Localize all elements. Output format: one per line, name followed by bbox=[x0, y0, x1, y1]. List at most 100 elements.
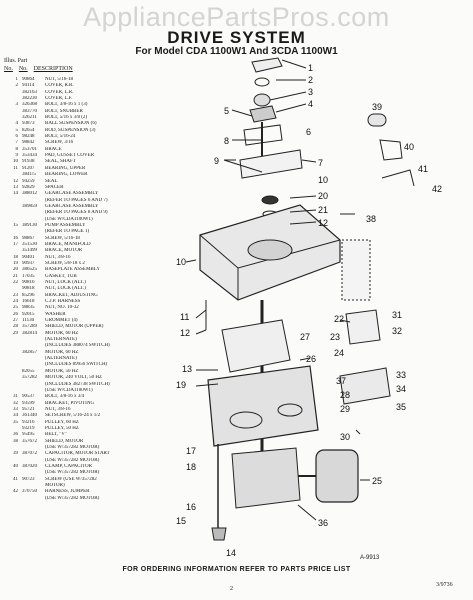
part-number: 82055 bbox=[22, 368, 35, 374]
part-number: 95721 bbox=[22, 406, 35, 412]
part-number: 357289 bbox=[22, 324, 37, 330]
part-number: 93216 bbox=[22, 419, 35, 425]
part-number: 91938 bbox=[22, 159, 35, 165]
illus-number: 32 bbox=[13, 400, 18, 406]
shield-part bbox=[341, 239, 371, 301]
callout-label: 22 bbox=[334, 314, 344, 324]
part-description: PULLEY, 50 HZ bbox=[45, 425, 79, 431]
part-description: NUT, 3/8-16 bbox=[45, 406, 71, 412]
part-number: 93219 bbox=[22, 425, 35, 431]
callout-label: 36 bbox=[318, 518, 328, 528]
parts-row: (INCLUDES 382738 SWITCH) bbox=[4, 382, 124, 388]
callout-label: 37 bbox=[336, 376, 346, 386]
part-number: 95495 bbox=[22, 432, 35, 438]
part-number: 382857 bbox=[22, 349, 37, 355]
part-description: GASKET, TUB bbox=[45, 273, 77, 279]
illus-number: 14 bbox=[13, 191, 18, 197]
part-no-label: No. bbox=[18, 66, 28, 72]
illus-number: 2 bbox=[15, 83, 19, 89]
callout-label: 40 bbox=[404, 142, 414, 152]
part-number: 351499 bbox=[22, 248, 37, 254]
capacitor-part bbox=[367, 113, 387, 127]
part-number: 82654 bbox=[22, 127, 35, 133]
part-description: BOLT, 5/16-24 bbox=[45, 134, 76, 140]
pulley-part bbox=[229, 411, 263, 429]
illus-number: 10 bbox=[13, 159, 18, 165]
part-description: ROD, SUSPENSION (3) bbox=[45, 127, 96, 133]
illus-number: 36 bbox=[13, 432, 18, 438]
callout-label: 4 bbox=[308, 99, 313, 109]
document-ref: 3/9736 bbox=[436, 582, 453, 588]
illus-no-label: No. bbox=[4, 66, 13, 72]
part-number: 98867 bbox=[22, 235, 35, 241]
part-description: HARNESS, JUMPER bbox=[45, 489, 90, 495]
illus-number: 7 bbox=[15, 140, 19, 146]
part-description: MOTOR, 60 HZ bbox=[45, 330, 79, 336]
part-number: 94114 bbox=[22, 83, 35, 89]
part-description: COVER, R.R. bbox=[45, 83, 74, 89]
spring-line bbox=[223, 159, 263, 173]
callout-label: 11 bbox=[180, 312, 189, 322]
part-description: CLAMP, CAPACITOR bbox=[45, 463, 92, 469]
part-description: (REFER TO PAGES 6 AND 7) bbox=[45, 197, 108, 203]
part-number: 353701 bbox=[22, 146, 37, 152]
callout-label: 31 bbox=[392, 310, 402, 320]
part-number: 91207 bbox=[22, 165, 35, 171]
callout-label: 24 bbox=[334, 348, 344, 358]
illus-number: 27 bbox=[13, 318, 18, 324]
part-number: 361340 bbox=[22, 413, 37, 419]
part-number: 92015 bbox=[22, 311, 35, 317]
part-number: 16618 bbox=[22, 299, 35, 305]
part-description: SCREW, 5/8-18 x 2 bbox=[45, 260, 85, 266]
part-description: BRACE, MANIFOLD bbox=[45, 241, 91, 247]
illus-number: 41 bbox=[13, 476, 18, 482]
figure-number: A-9913 bbox=[360, 555, 380, 561]
part-description: BOLT, 3/8-16 x 3/4 bbox=[45, 394, 85, 400]
callout-label: 29 bbox=[340, 404, 350, 414]
callout-label: 10 bbox=[176, 257, 186, 267]
parts-row: (ALTERNATE) bbox=[4, 356, 124, 362]
page-subtitle: For Model CDA 1100W1 And 3CDA 1100W1 bbox=[135, 46, 338, 57]
part-description: (USE W/CDA1100W1) bbox=[45, 216, 93, 222]
part-number: 386525 bbox=[22, 267, 37, 273]
illus-number: 17 bbox=[13, 241, 18, 247]
top-nut-part bbox=[251, 57, 283, 73]
part-description: (ALTERNATE) bbox=[45, 356, 77, 362]
part-number: 93599 bbox=[22, 400, 35, 406]
parts-row: 10 91938 SEAL, SHAFT bbox=[4, 159, 124, 165]
callout-label: 1 bbox=[308, 63, 313, 73]
part-description: (USE W/357282 MOTOR) bbox=[45, 444, 100, 450]
illus-number: 4 bbox=[15, 121, 19, 127]
watermark: AppliancePartsPros.com bbox=[83, 2, 390, 32]
parts-row: (USE W/CDA1100W1) bbox=[4, 388, 124, 394]
parts-row: (INCLUDES 388074 SWITCH) bbox=[4, 343, 124, 349]
pivoting-bracket bbox=[339, 367, 391, 405]
parts-row: (USE W/357282 MOTOR) bbox=[4, 496, 124, 502]
illus-number: 1 bbox=[15, 77, 19, 82]
callout-label: 30 bbox=[340, 432, 350, 442]
illus-number: 18 bbox=[13, 254, 18, 260]
illus-number: 19 bbox=[13, 260, 18, 266]
part-description: SEAL, SHAFT bbox=[45, 159, 76, 165]
part-description: GROMMET (4) bbox=[45, 318, 78, 324]
illus-number: 29 bbox=[13, 330, 18, 336]
part-number: 326368 bbox=[22, 102, 37, 108]
callout-label: 34 bbox=[396, 384, 406, 394]
part-description: (INCLUDES 382738 SWITCH) bbox=[45, 381, 110, 387]
callout-label: 17 bbox=[186, 446, 196, 456]
part-description: PAD, GUSSET COVER bbox=[45, 153, 95, 159]
